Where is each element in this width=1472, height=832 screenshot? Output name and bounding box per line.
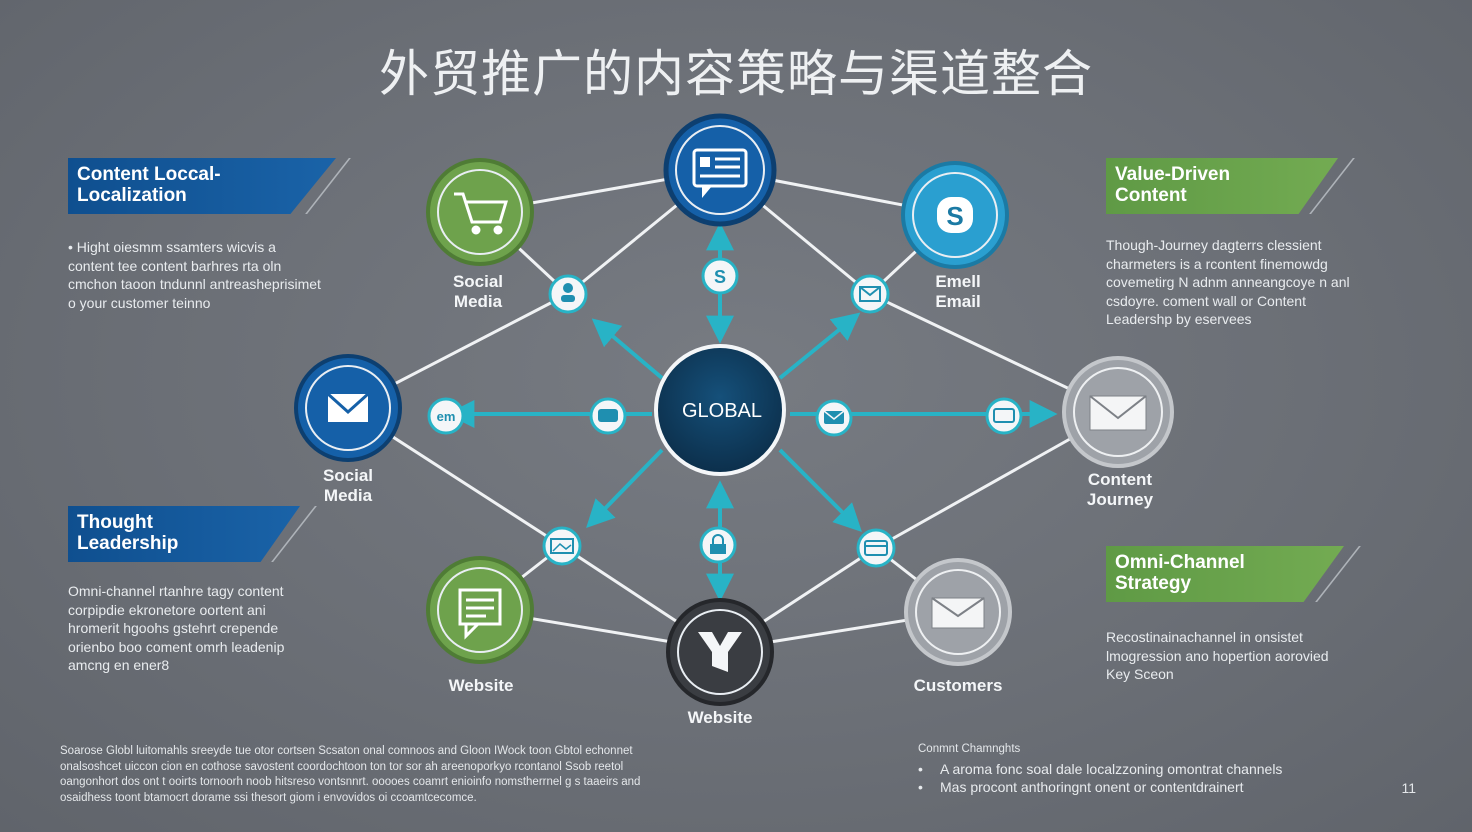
node-customers [904, 558, 1012, 666]
arrow-down-right [778, 448, 862, 532]
document-chat-icon [692, 148, 748, 198]
node-social-media-left [294, 354, 402, 462]
banner-content-localization: Content Loccal- Localization [68, 158, 336, 214]
node-top-document [663, 113, 777, 227]
dollar-badge-icon: S [701, 257, 739, 295]
lock-badge-icon [699, 526, 737, 564]
footer-bullet: A aroma fonc soal dale localzzoning omon… [918, 760, 1348, 778]
svg-text:S: S [946, 201, 963, 231]
em-badge-text: em [437, 409, 456, 424]
envelope-icon [326, 392, 370, 422]
label-content-journey: Content Journey [1086, 470, 1154, 509]
node-content-journey [1062, 356, 1174, 468]
arrow-down-left [586, 448, 664, 529]
node-website-bottom [666, 598, 774, 706]
mail-badge-top-icon [850, 274, 890, 314]
label-website-bottom: Website [687, 708, 753, 727]
user-badge-icon [548, 274, 588, 314]
banner-content-localization-text: Content Loccal- Localization [77, 164, 221, 206]
paragraph-left-top: • Hight oiesmm ssamters wicvis a content… [68, 239, 321, 311]
arrow-up-left [591, 318, 664, 380]
page-number: 11 [1401, 780, 1416, 796]
footer-source-text: Soarose Globl luitomahls sreeyde tue oto… [60, 745, 641, 804]
hub-global: GLOBAL [654, 344, 786, 476]
paragraph-right-top: Though-Journey dagterrs clessient charme… [1106, 237, 1350, 327]
small-badges: S em [427, 257, 1023, 568]
label-email: Emell Email [935, 272, 981, 311]
hub-label: GLOBAL [682, 400, 762, 422]
funnel-icon [698, 632, 742, 672]
banner-thought-leadership-text: Thought Leadership [77, 512, 179, 554]
node-social-media-top [426, 158, 534, 266]
banner-omni-channel: Omni-Channel Strategy [1106, 546, 1344, 602]
label-website-left: Website [448, 676, 514, 695]
footer-bullet: Mas procont anthoringnt onent or content… [918, 778, 1348, 796]
node-email: S [901, 161, 1009, 269]
image-badge-icon [542, 526, 582, 566]
banner-value-driven: Value-Driven Content [1106, 158, 1338, 214]
footer-right-heading: Conmnt Chamnghts [918, 743, 1021, 755]
label-social-media-top: Social Media [452, 272, 504, 311]
em-badge-icon: em [427, 397, 465, 435]
label-customers: Customers [913, 676, 1003, 695]
slide-title: 外贸推广的内容策略与渠道整合 [379, 45, 1093, 103]
banner-thought-leadership: Thought Leadership [68, 506, 300, 562]
envelope-grey-icon [931, 597, 985, 629]
card-badge-icon [856, 528, 896, 568]
banner-value-driven-text: Value-Driven Content [1115, 164, 1231, 206]
arrow-up-right [778, 312, 861, 380]
banner-omni-channel-text: Omni-Channel Strategy [1115, 552, 1245, 594]
paragraph-left-bottom: Omni-channel rtanhre tagy content corpip… [68, 583, 285, 673]
label-social-media-left: Social Media [322, 466, 374, 505]
document-edit-icon [458, 588, 502, 640]
envelope-badge-icon [815, 399, 853, 437]
envelope-large-icon [1089, 395, 1147, 431]
dollar-badge-text: S [714, 267, 726, 287]
screen-badge-icon [985, 397, 1023, 435]
paragraph-right-bottom: Recostinainachannel in onsistet lmogress… [1106, 629, 1329, 682]
footer-right-bullets: A aroma fonc soal dale localzzoning omon… [918, 760, 1348, 796]
chat-badge-icon [589, 397, 627, 435]
shopping-cart-icon [454, 192, 509, 235]
node-website-left [426, 556, 534, 664]
skype-icon: S [937, 197, 973, 233]
